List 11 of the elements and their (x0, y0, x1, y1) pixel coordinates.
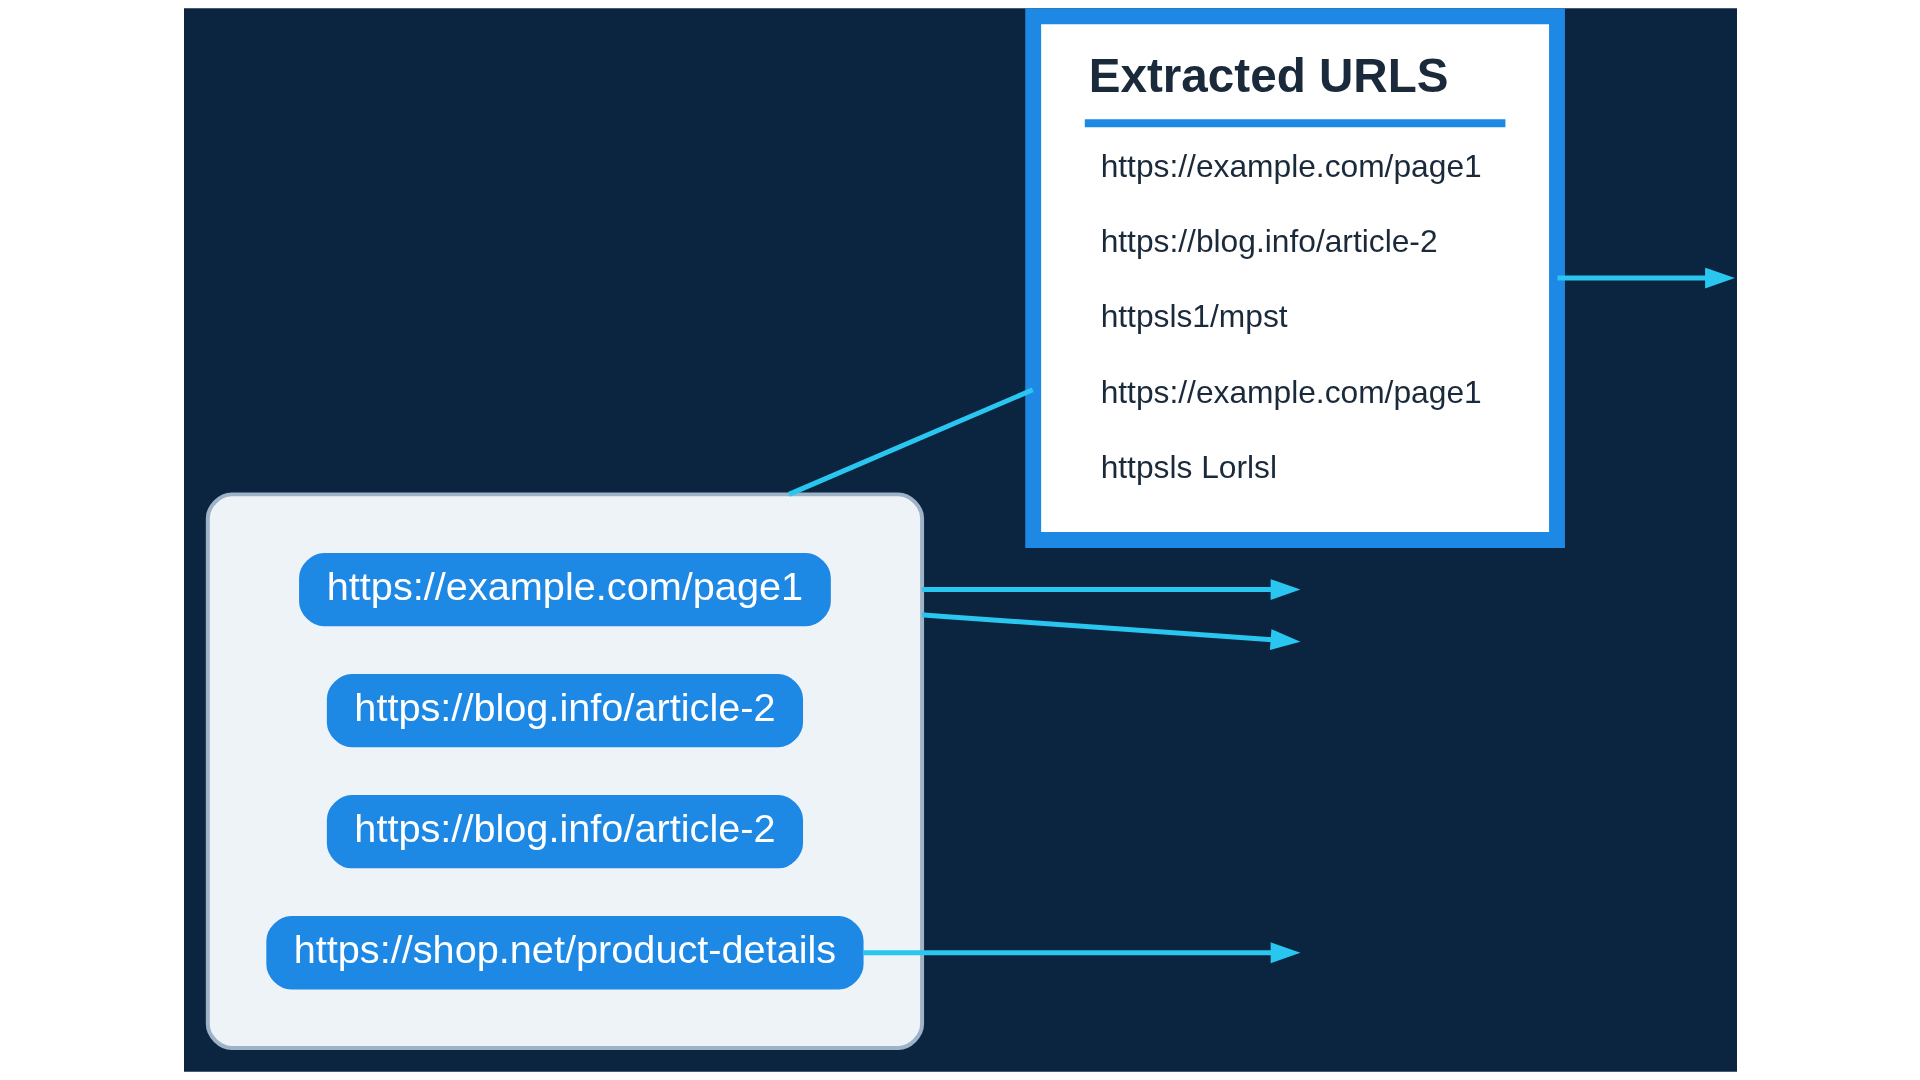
arrow (921, 579, 1300, 601)
node-box: https://blog.info/article-2 (326, 673, 803, 748)
node-box: https://blog.info/article-2 (326, 794, 803, 869)
connector (787, 387, 1034, 497)
node-box: Extracted URLS https://example.com/page1 https://blog.info/article-2 httpsls1/mpst https://example.com/page1 httpsls Lorlsl (1024, 8, 1565, 548)
arrow (921, 612, 1300, 651)
arrow (1557, 267, 1735, 289)
arrow (862, 942, 1300, 964)
node-box: https://example.com/page1 (298, 552, 831, 627)
node-box: https://shop.net/product-details (265, 916, 864, 990)
cluster (205, 492, 924, 1050)
